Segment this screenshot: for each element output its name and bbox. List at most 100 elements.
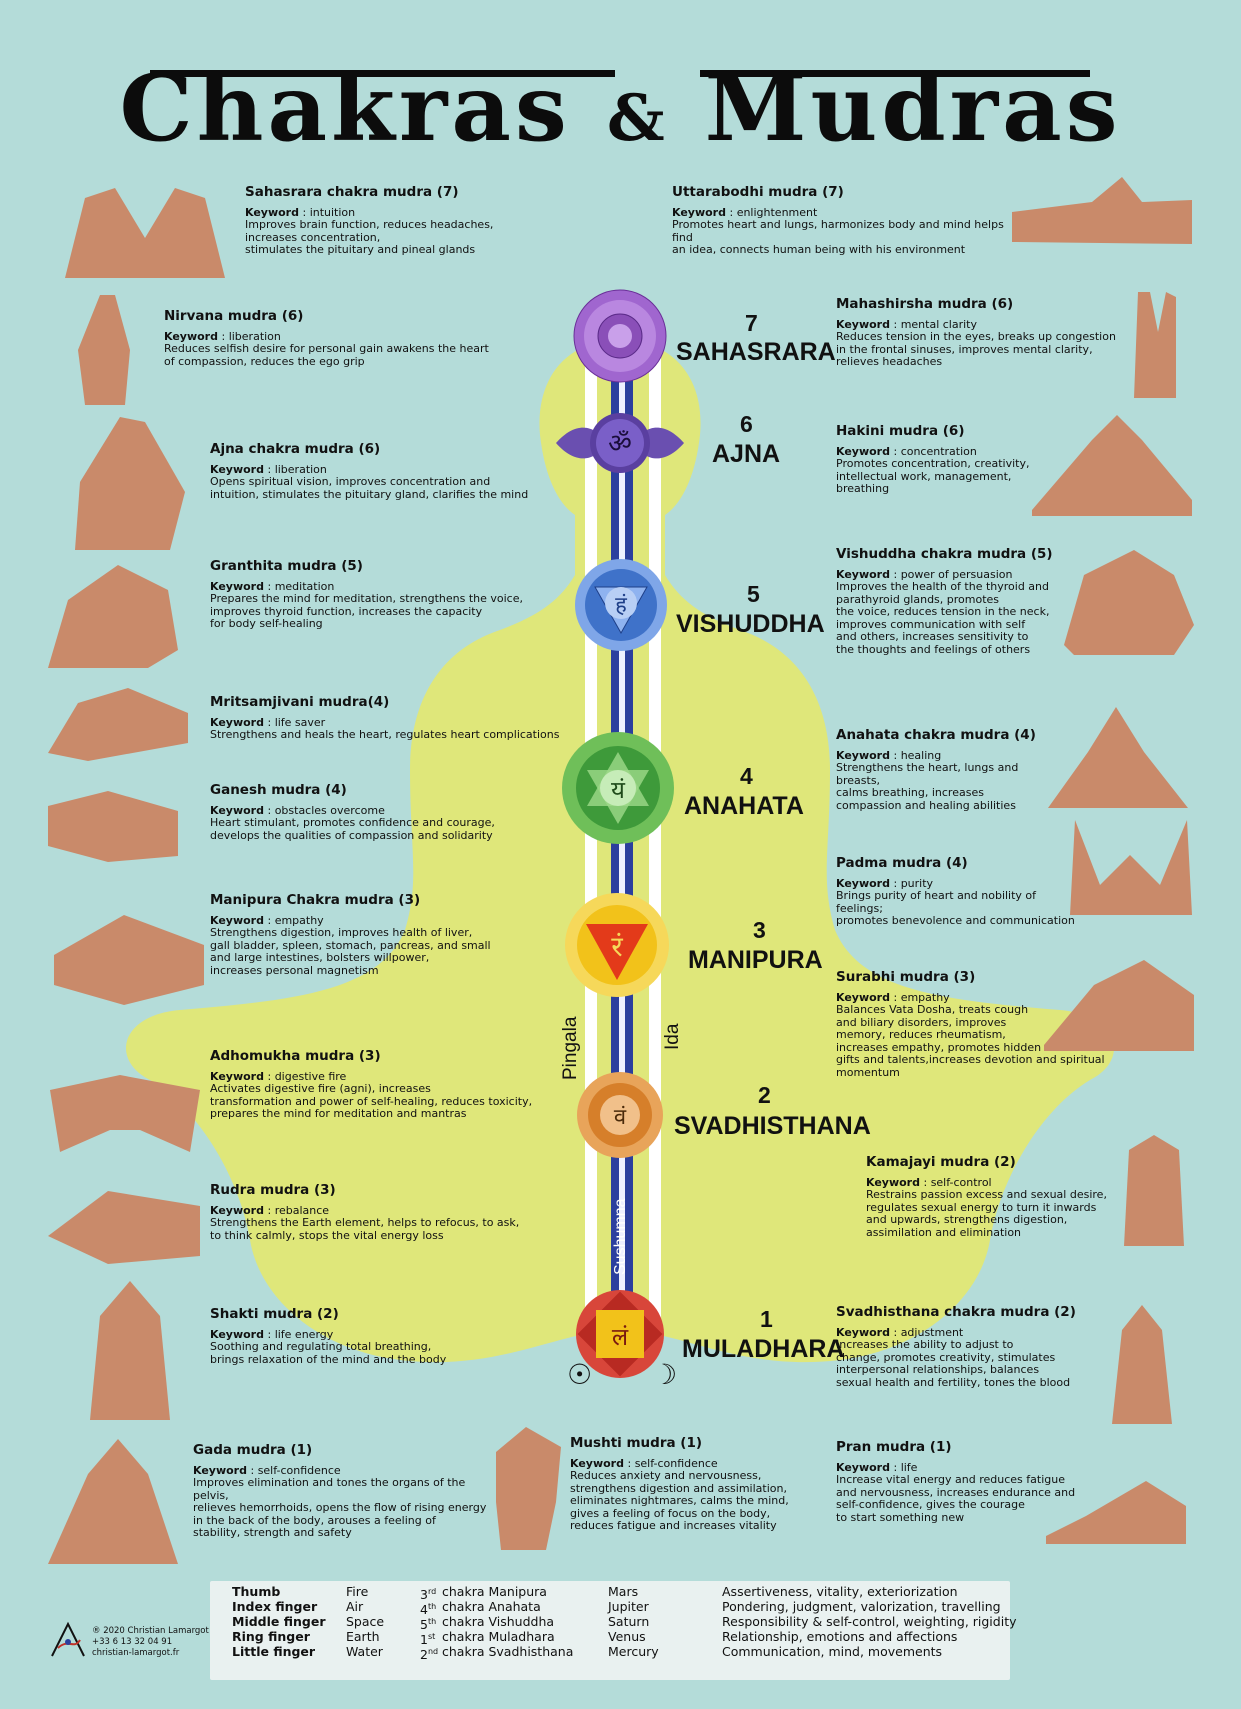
- legend-quality: Pondering, judgment, valorization, trave…: [722, 1599, 1001, 1614]
- mudra-title: Vishuddha chakra mudra (5): [836, 546, 1053, 562]
- mudra-description: Reduces tension in the eyes, breaks up c…: [836, 330, 1116, 368]
- legend-quality: Assertiveness, vitality, exteriorization: [722, 1584, 958, 1599]
- mudra-manipura-chakra: Manipura Chakra mudra (3) Keyword : empa…: [210, 894, 550, 977]
- legend-chakra: chakra Muladhara: [442, 1629, 555, 1644]
- chakra-7-name: SAHASRARA: [676, 338, 836, 366]
- mudra-shakti: Shakti mudra (2) Keyword : life energy S…: [210, 1308, 510, 1366]
- mudra-mahashirsha: Mahashirsha mudra (6) Keyword : mental c…: [836, 298, 1126, 369]
- legend-planet: Mars: [608, 1584, 639, 1599]
- mudra-title: Ajna chakra mudra (6): [210, 441, 381, 457]
- moon-icon: ☽: [652, 1358, 678, 1391]
- chakra-1-name: MULADHARA: [682, 1335, 845, 1363]
- hand-mahashirsha-mudra: [1134, 292, 1176, 398]
- legend-quality: Responsibility & self-control, weighting…: [722, 1614, 1017, 1629]
- legend-finger: Ring finger: [232, 1629, 310, 1644]
- title-bar-right: [700, 70, 1090, 77]
- mudra-keyword: Keyword : mental clarity: [836, 317, 977, 331]
- legend-quality: Relationship, emotions and affections: [722, 1629, 958, 1644]
- hand-adhomukha-mudra: [50, 1075, 200, 1152]
- mudra-description: Increases the ability to adjust to chang…: [836, 1338, 1071, 1389]
- christian-lamargot-logo: [51, 1621, 85, 1657]
- mudra-surabhi: Surabhi mudra (3) Keyword : empathy Bala…: [836, 971, 1156, 1079]
- hand-padma-mudra: [1070, 820, 1192, 915]
- mudra-keyword: Keyword : adjustment: [836, 1325, 964, 1339]
- hand-ajna-chakra-mudra: [75, 417, 185, 550]
- legend-chakra-number: 1st: [420, 1632, 436, 1648]
- hand-kamajayi-mudra: [1124, 1135, 1184, 1246]
- title-right: Mudras: [704, 54, 1122, 162]
- legend-chakra: chakra Anahata: [442, 1599, 541, 1614]
- page-title: Chakras & Mudras: [0, 62, 1241, 154]
- hand-ganesh-mudra: [48, 791, 178, 862]
- legend-planet: Venus: [608, 1629, 646, 1644]
- mudra-keyword: Keyword : power of persuasion: [836, 567, 1013, 581]
- hand-sahasrara-chakra-mudra: [65, 188, 225, 278]
- website-link[interactable]: christian-lamargot.fr: [92, 1648, 180, 1658]
- hand-manipura-chakra-mudra: [54, 915, 204, 1005]
- mudra-granthita: Granthita mudra (5) Keyword : meditation…: [210, 560, 550, 631]
- mudra-svadhisthana-chakra: Svadhisthana chakra mudra (2) Keyword : …: [836, 1306, 1096, 1389]
- mudra-description: Activates digestive fire (agni), increas…: [210, 1082, 533, 1120]
- mudra-title: Pran mudra (1): [836, 1439, 952, 1455]
- mudra-kamajayi: Kamajayi mudra (2) Keyword : self-contro…: [866, 1156, 1116, 1239]
- mudra-pran: Pran mudra (1) Keyword : life Increase v…: [836, 1441, 1076, 1524]
- legend-row: Little finger Water 2nd chakra Svadhisth…: [210, 1644, 1010, 1662]
- mudra-title: Adhomukha mudra (3): [210, 1048, 381, 1064]
- legend-row: Index finger Air 4th chakra Anahata Jupi…: [210, 1599, 1010, 1617]
- mudra-title: Padma mudra (4): [836, 855, 968, 871]
- hand-surabhi-mudra: [1044, 960, 1194, 1051]
- mudra-keyword: Keyword : self-control: [866, 1175, 992, 1189]
- mudra-description: Strengthens the Earth element, helps to …: [210, 1216, 520, 1242]
- mudra-title: Nirvana mudra (6): [164, 308, 304, 324]
- title-amp: &: [606, 81, 669, 156]
- mudra-rudra: Rudra mudra (3) Keyword : rebalance Stre…: [210, 1184, 550, 1242]
- mudra-description: Strengthens and heals the heart, regulat…: [210, 728, 560, 741]
- anahata-chakra-icon: यं: [562, 732, 674, 844]
- mudra-keyword: Keyword : intuition: [245, 205, 356, 219]
- mudra-description: Increase vital energy and reduces fatigu…: [836, 1473, 1076, 1524]
- mudra-description: Reduces anxiety and nervousness, strengt…: [570, 1469, 789, 1532]
- hand-mushti-mudra: [496, 1427, 561, 1550]
- mudra-anahata-chakra: Anahata chakra mudra (4) Keyword : heali…: [836, 729, 1046, 812]
- hand-gada-mudra: [48, 1439, 178, 1564]
- mudra-description: Reduces selfish desire for personal gain…: [164, 342, 489, 368]
- mudra-title: Kamajayi mudra (2): [866, 1154, 1016, 1170]
- mudra-title: Surabhi mudra (3): [836, 969, 976, 985]
- mudra-hakini: Hakini mudra (6) Keyword : concentration…: [836, 425, 1046, 496]
- hand-mritsamjivani-mudra: [48, 688, 188, 761]
- mudra-uttarabodhi: Uttarabodhi mudra (7) Keyword : enlighte…: [672, 186, 1022, 257]
- mudra-keyword: Keyword : meditation: [210, 579, 335, 593]
- hand-nirvana-mudra: [78, 295, 130, 405]
- mudra-keyword: Keyword : obstacles overcome: [210, 803, 385, 817]
- mudra-keyword: Keyword : life: [836, 1460, 918, 1474]
- legend-finger: Little finger: [232, 1644, 316, 1659]
- hand-uttarabodhi-mudra: [1012, 177, 1192, 244]
- sahasrara-chakra-icon: [573, 289, 667, 383]
- mudra-mritsamjivani: Mritsamjivani mudra(4) Keyword : life sa…: [210, 696, 570, 742]
- mudra-description: Promotes concentration, creativity, inte…: [836, 457, 1030, 495]
- vishuddha-chakra-icon: हं: [575, 559, 667, 651]
- mudra-keyword: Keyword : rebalance: [210, 1203, 330, 1217]
- legend-chakra: chakra Vishuddha: [442, 1614, 555, 1629]
- mudra-gada: Gada mudra (1) Keyword : self-confidence…: [193, 1444, 493, 1540]
- legend-finger: Middle finger: [232, 1614, 326, 1629]
- manipura-syllable: रं: [611, 930, 623, 963]
- mudra-keyword: Keyword : liberation: [164, 329, 281, 343]
- mudra-keyword: Keyword : life saver: [210, 715, 326, 729]
- mudra-padma: Padma mudra (4) Keyword : purity Brings …: [836, 857, 1076, 928]
- finger-legend-table: Thumb Fire 3rd chakra Manipura Mars Asse…: [210, 1581, 1017, 1680]
- mudra-keyword: Keyword : concentration: [836, 444, 977, 458]
- mudra-description: Opens spiritual vision, improves concent…: [210, 475, 529, 501]
- hand-rudra-mudra: [48, 1191, 200, 1264]
- legend-chakra-number: 5th: [420, 1617, 437, 1633]
- legend-planet: Mercury: [608, 1644, 659, 1659]
- muladhara-chakra-icon: लं: [576, 1290, 664, 1378]
- chakra-3-number: 3: [753, 917, 766, 943]
- chakra-5-name: VISHUDDHA: [676, 610, 825, 638]
- mudra-vishuddha-chakra: Vishuddha chakra mudra (5) Keyword : pow…: [836, 548, 1061, 656]
- sun-icon: ☉: [567, 1358, 593, 1391]
- chakra-7-number: 7: [745, 310, 758, 336]
- title-left: Chakras: [119, 54, 571, 162]
- legend-quality: Communication, mind, movements: [722, 1644, 943, 1659]
- mudra-keyword: Keyword : self-confidence: [193, 1463, 341, 1477]
